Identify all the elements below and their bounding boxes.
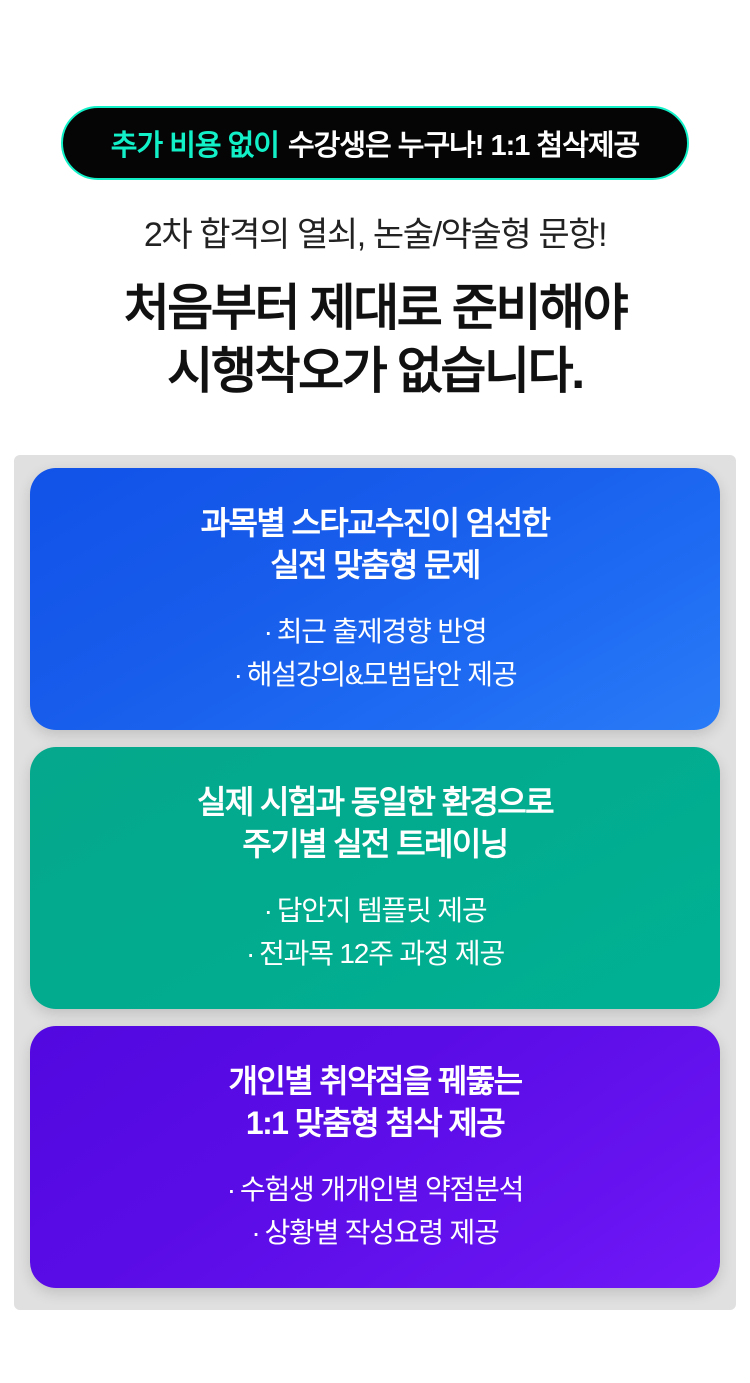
top-badge: 추가 비용 없이 수강생은 누구나! 1:1 첨삭제공: [61, 106, 689, 180]
list-item-label: 전과목 12주 과정 제공: [259, 937, 505, 969]
card-title-line-1: 개인별 취약점을 꿰뚫는: [228, 1062, 524, 1099]
badge-rest-text: 수강생은 누구나! 1:1 첨삭제공: [287, 130, 640, 162]
sub-heading: 2차 합격의 열쇠, 논술/약술형 문항!: [143, 216, 608, 254]
list-item-label: 수험생 개개인별 약점분석: [239, 1174, 525, 1206]
card-title-line-2: 1:1 맞춤형 첨삭 제공: [245, 1105, 506, 1142]
feature-card-curated-problems[interactable]: 과목별 스타교수진이 엄선한 실전 맞춤형 문제 ·최근 출제경향 반영 ·해설…: [30, 468, 720, 730]
list-item-label: 해설강의&모범답안 제공: [246, 658, 518, 690]
feature-card-personal-feedback[interactable]: 개인별 취약점을 꿰뚫는 1:1 맞춤형 첨삭 제공 ·수험생 개개인별 약점분…: [30, 1026, 720, 1288]
list-item: ·전과목 12주 과정 제공: [245, 933, 505, 976]
card-title-line-2: 주기별 실전 트레이닝: [242, 826, 509, 863]
list-item: ·상황별 작성요령 제공: [227, 1212, 523, 1255]
list-item: ·답안지 템플릿 제공: [246, 890, 504, 933]
card-title: 실제 시험과 동일한 환경으로 주기별 실전 트레이닝: [197, 781, 555, 867]
card-title-line-2: 실전 맞춤형 문제: [270, 547, 481, 584]
bullet-dot-icon: ·: [251, 1216, 260, 1248]
list-item-label: 답안지 템플릿 제공: [276, 895, 488, 927]
card-title-line-1: 과목별 스타교수진이 엄선한: [200, 504, 551, 541]
bullet-dot-icon: ·: [233, 658, 243, 690]
list-item-label: 최근 출제경향 반영: [276, 616, 488, 648]
bullet-dot-icon: ·: [245, 937, 255, 969]
list-item: ·수험생 개개인별 약점분석: [226, 1169, 525, 1212]
card-bullet-list: ·답안지 템플릿 제공 ·전과목 12주 과정 제공: [245, 890, 505, 976]
card-title: 개인별 취약점을 꿰뚫는 1:1 맞춤형 첨삭 제공: [228, 1060, 524, 1146]
card-bullet-list: ·최근 출제경향 반영 ·해설강의&모범답안 제공: [233, 611, 518, 697]
card-title-line-1: 실제 시험과 동일한 환경으로: [197, 783, 555, 820]
list-item: ·해설강의&모범답안 제공: [233, 654, 518, 697]
list-item-label: 상황별 작성요령 제공: [264, 1216, 499, 1248]
main-heading: 처음부터 제대로 준비해야 시행착오가 없습니다.: [0, 277, 750, 403]
main-heading-line-1: 처음부터 제대로 준비해야: [123, 279, 629, 336]
card-title: 과목별 스타교수진이 엄선한 실전 맞춤형 문제: [200, 502, 551, 588]
card-bullet-list: ·수험생 개개인별 약점분석 ·상황별 작성요령 제공: [226, 1169, 525, 1255]
top-badge-container: 추가 비용 없이 수강생은 누구나! 1:1 첨삭제공: [0, 106, 750, 180]
bullet-dot-icon: ·: [226, 1174, 236, 1206]
feature-cards-list: 과목별 스타교수진이 엄선한 실전 맞춤형 문제 ·최근 출제경향 반영 ·해설…: [30, 468, 720, 1288]
main-heading-line-2: 시행착오가 없습니다.: [167, 342, 585, 399]
bullet-dot-icon: ·: [263, 895, 273, 927]
list-item: ·최근 출제경향 반영: [234, 611, 517, 654]
feature-card-real-exam-training[interactable]: 실제 시험과 동일한 환경으로 주기별 실전 트레이닝 ·답안지 템플릿 제공 …: [30, 747, 720, 1009]
heading-block: 2차 합격의 열쇠, 논술/약술형 문항! 처음부터 제대로 준비해야 시행착오…: [0, 214, 750, 403]
bullet-dot-icon: ·: [263, 616, 273, 648]
badge-accent-text: 추가 비용 없이: [110, 130, 280, 162]
